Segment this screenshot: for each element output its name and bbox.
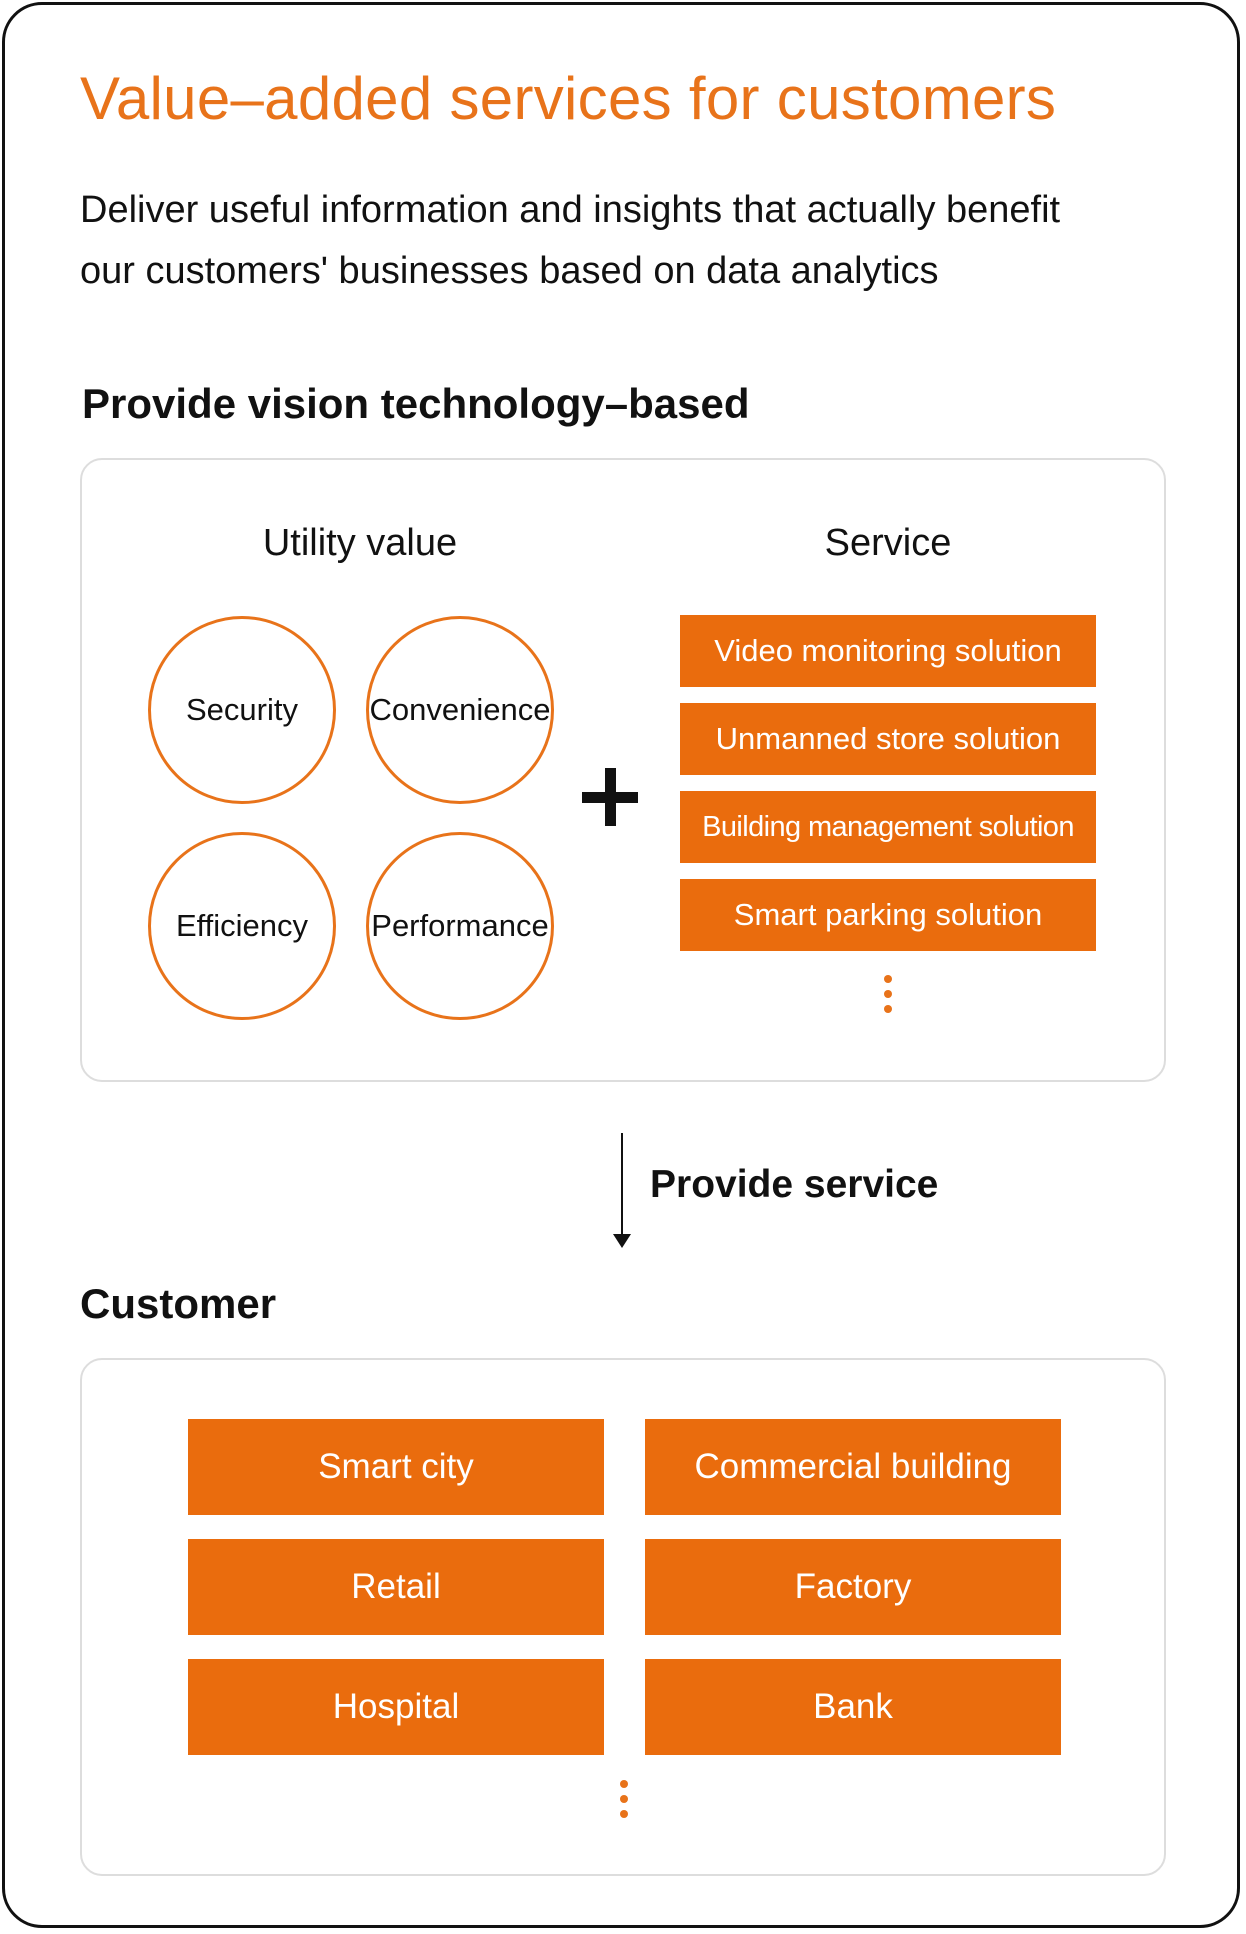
service-box-unmanned-store: Unmanned store solution [680,703,1096,775]
customer-box-hospital: Hospital [188,1659,604,1755]
services-more-icon [882,975,894,1020]
intro-line-1: Deliver useful information and insights … [80,189,1061,231]
utility-circle-efficiency: Efficiency [148,832,336,1020]
arrow-down-icon [621,1133,623,1239]
customer-box-smart-city: Smart city [188,1419,604,1515]
service-heading: Service [824,522,952,564]
service-box-smart-parking: Smart parking solution [680,879,1096,951]
customer-heading: Customer [80,1280,277,1327]
utility-circle-performance: Performance [366,832,554,1020]
arrow-head-icon [613,1234,631,1248]
customer-box-bank: Bank [645,1659,1061,1755]
service-box-building-management: Building management solution [680,791,1096,863]
utility-value-heading: Utility value [262,522,458,564]
customer-box-factory: Factory [645,1539,1061,1635]
plus-icon [582,768,642,828]
vision-heading: Provide vision technology–based [82,380,750,427]
utility-circle-security: Security [148,616,336,804]
page-title: Value–added services for customers [80,65,1057,132]
customer-box-retail: Retail [188,1539,604,1635]
intro-line-2: our customers' businesses based on data … [80,250,939,292]
service-box-video-monitoring: Video monitoring solution [680,615,1096,687]
customer-box-commercial-building: Commercial building [645,1419,1061,1515]
utility-circle-convenience: Convenience [366,616,554,804]
intro-text: Deliver useful information and insights … [80,180,1180,302]
provide-service-label: Provide service [650,1163,939,1206]
customers-more-icon [618,1780,630,1825]
